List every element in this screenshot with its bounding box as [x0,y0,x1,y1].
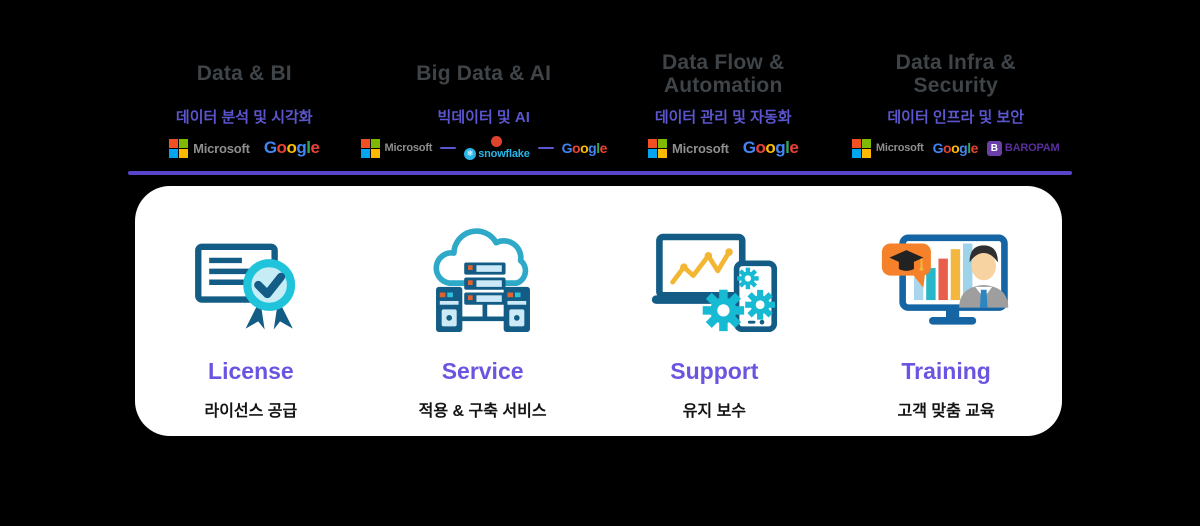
google-letter: G [561,140,573,156]
microsoft-squares-icon [648,138,668,158]
services-card: License 라이선스 공급 [135,186,1062,436]
service-description: 유지 보수 [682,403,747,420]
google-letter: g [296,138,307,157]
google-letter: o [580,140,589,156]
snowflake-logo-text: snowflake [478,148,530,160]
google-letter: g [775,138,786,157]
service-label: Service [441,358,524,384]
google-letter: e [970,140,979,156]
google-letter: G [742,138,756,157]
google-letter: o [755,138,766,157]
category-title-line: Data Flow & [661,50,785,74]
category-subtitle: 데이터 관리 및 자동화 [654,109,792,126]
google-letter: G [263,138,277,157]
security-vendor-logo: B BAROPAM [986,140,1060,156]
microsoft-logo-text: Microsoft [384,142,433,154]
microsoft-squares-icon [360,138,380,158]
service-label: Support [670,358,759,384]
google-letter: o [286,138,297,157]
category-title-line: Data Infra & [895,50,1016,74]
certificate-badge-icon [191,224,311,346]
databricks-icon [491,136,503,147]
cloud-servers-icon [421,224,545,346]
google-letter: o [572,140,581,156]
google-letter: o [943,140,952,156]
connector-dash [440,147,457,149]
category-title: Data & BI [197,46,292,102]
category-column-data-flow-automation: Data Flow & Automation 데이터 관리 및 자동화 Micr… [607,46,840,164]
category-title-line: Security [913,74,998,97]
service-item-support: Support 유지 보수 [599,224,831,436]
service-description: 고객 맞춤 교육 [897,403,995,420]
category-title-line: Data & BI [196,62,292,86]
google-letter: o [765,138,776,157]
security-vendor-logo-text: BAROPAM [1004,142,1060,154]
snowflake-logo: ❄ snowflake [464,148,530,160]
microsoft-logo: Microsoft [360,138,433,158]
connector-dash [537,147,554,149]
service-description: 적용 & 구축 서비스 [418,403,547,420]
service-label: License [208,358,294,384]
service-description: 라이선스 공급 [204,403,298,420]
microsoft-squares-icon [169,138,189,158]
microsoft-logo-text: Microsoft [875,142,924,154]
category-title-line: Automation [663,74,783,97]
google-letter: o [951,140,960,156]
service-item-training: Training 고객 맞춤 교육 [830,224,1062,436]
google-letter: l [967,140,971,156]
category-title: Data Infra & Security [896,46,1016,102]
service-item-license: License 라이선스 공급 [135,224,367,436]
category-column-data-infra-security: Data Infra & Security 데이터 인프라 및 보안 Micro… [839,46,1072,164]
category-subtitle: 데이터 인프라 및 보안 [887,109,1025,126]
google-letter: l [306,138,311,157]
microsoft-logo: Microsoft [648,138,729,158]
service-label: Training [901,358,991,384]
divider-line [128,171,1072,175]
service-item-service: Service 적용 & 구축 서비스 [367,224,599,436]
google-letter: l [785,138,790,157]
microsoft-logo-text: Microsoft [672,140,729,156]
google-letter: g [959,140,968,156]
category-subtitle: 빅데이터 및 AI [437,109,530,126]
microsoft-logo: Microsoft [169,138,250,158]
microsoft-squares-icon [851,138,871,158]
partner-logo-stack: ❄ snowflake [464,136,530,160]
category-title: Big Data & AI [416,46,551,102]
google-letter: o [276,138,287,157]
category-subtitle: 데이터 분석 및 시각화 [175,109,313,126]
google-letter: l [596,140,600,156]
category-title: Data Flow & Automation [662,46,784,102]
google-letter: e [599,140,608,156]
category-column-big-data-ai: Big Data & AI 빅데이터 및 AI Microsoft ❄ snow… [360,46,608,164]
snowflake-icon: ❄ [464,148,477,160]
training-monitor-icon [880,224,1012,346]
microsoft-logo: Microsoft [851,138,924,158]
google-letter: e [789,138,799,157]
google-letter: e [310,138,320,157]
category-title-line: Big Data & AI [416,62,552,86]
security-vendor-icon: B [986,140,1002,156]
google-letter: g [588,140,597,156]
google-letter: G [932,140,944,156]
microsoft-logo-text: Microsoft [193,140,250,156]
laptop-gears-icon [650,224,778,346]
